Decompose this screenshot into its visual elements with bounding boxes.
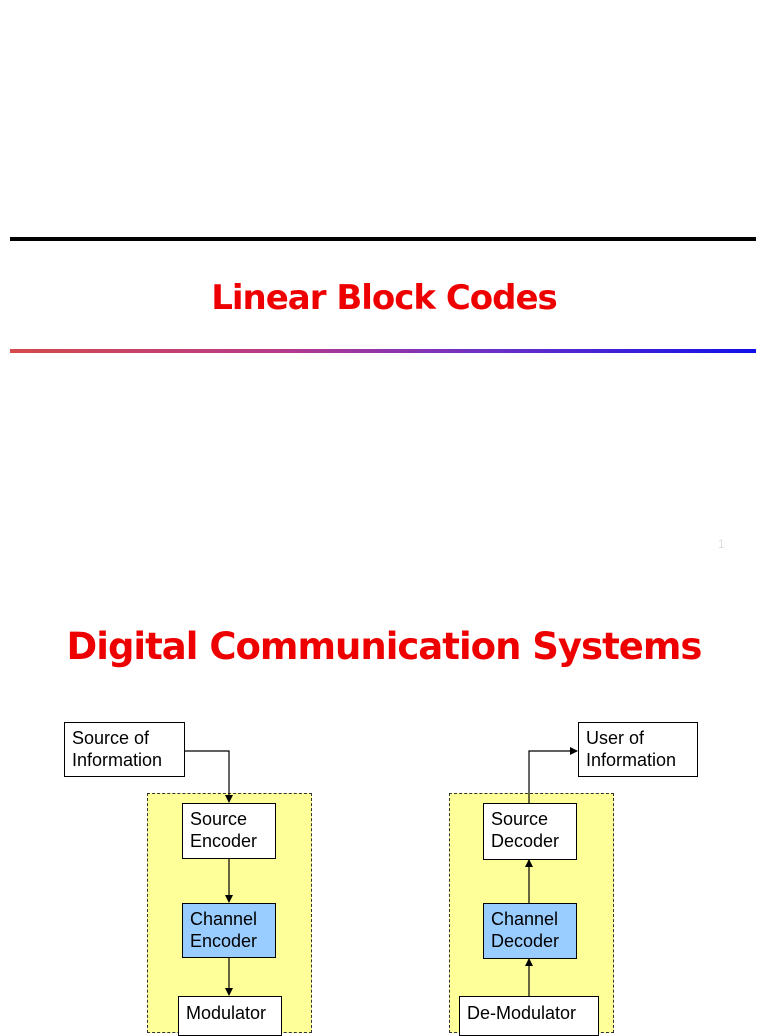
- title-top-rule: [10, 237, 756, 241]
- slide-2: Digital Communication Systems Source of …: [0, 560, 768, 1036]
- slide-1: Linear Block Codes 1: [10, 237, 756, 551]
- demodulator-box: De-Modulator: [459, 996, 599, 1036]
- slide-title: Linear Block Codes: [211, 278, 558, 318]
- channel-encoder-box: Channel Encoder: [182, 903, 276, 958]
- title-bottom-gradient-rule: [10, 349, 756, 353]
- arrow-source-decoder-to-user: [528, 747, 578, 803]
- channel-decoder-box: Channel Decoder: [483, 903, 577, 959]
- source-decoder-box: Source Decoder: [483, 803, 577, 860]
- page-number: 1: [718, 537, 725, 551]
- arrow-source-to-encoder: [184, 750, 233, 803]
- flow-arrows: [184, 747, 578, 996]
- slide-2-title: Digital Communication Systems: [66, 625, 703, 668]
- source-encoder-box: Source Encoder: [182, 803, 276, 859]
- user-of-information-box: User of Information: [578, 722, 698, 777]
- source-of-information-box: Source of Information: [64, 722, 185, 777]
- modulator-box: Modulator: [178, 996, 282, 1036]
